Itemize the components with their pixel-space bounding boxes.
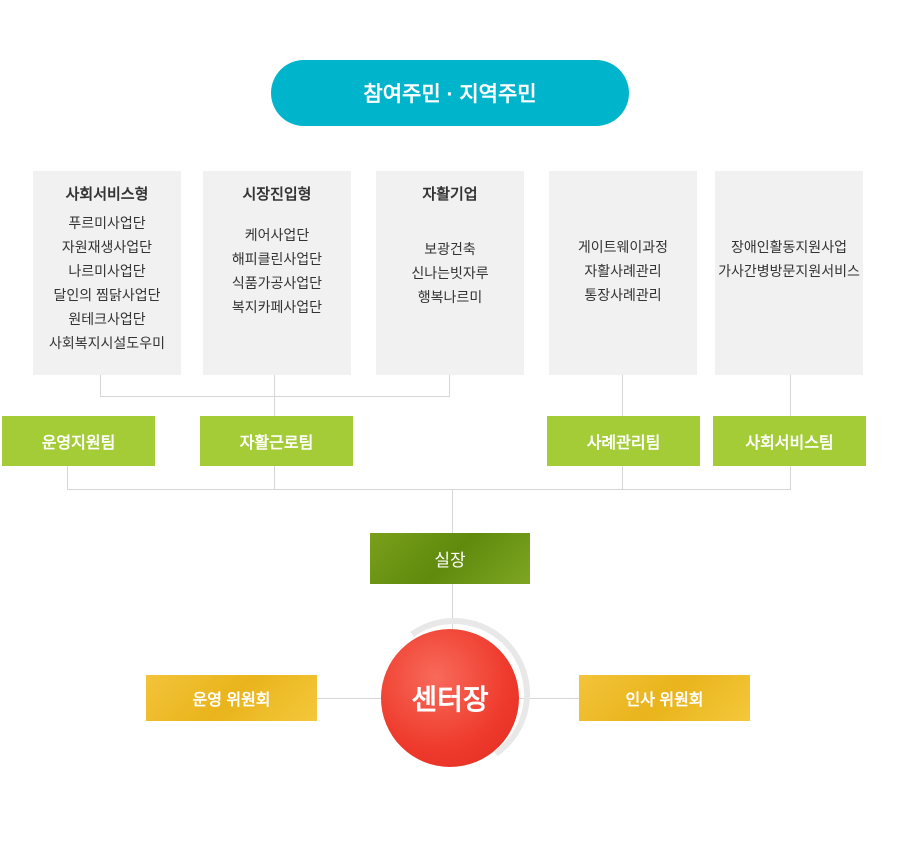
connector: [622, 375, 623, 416]
director-circle: 센터장: [381, 629, 519, 767]
residents-header: 참여주민 · 지역주민: [271, 60, 629, 126]
list-item: 복지카페사업단: [231, 299, 323, 315]
list-item: 보광건축: [424, 241, 476, 257]
connector: [449, 375, 450, 396]
committee-operations: 운영 위원회: [146, 675, 317, 721]
connector: [518, 698, 580, 699]
group-title: 사회서비스형: [65, 186, 149, 203]
connector: [790, 375, 791, 416]
list-item: 자활사례관리: [584, 263, 662, 279]
list-item: 장애인활동지원사업: [731, 239, 847, 255]
list-item: 신나는빗자루: [411, 265, 489, 281]
connector: [317, 698, 383, 699]
list-item: 케어사업단: [244, 227, 310, 243]
team-self-work: 자활근로팀: [200, 416, 353, 466]
list-item: 해피클린사업단: [231, 251, 323, 267]
team-social-service: 사회서비스팀: [713, 416, 866, 466]
list-item: 행복나르미: [417, 289, 483, 305]
group-social-service: 사회서비스형 푸르미사업단 자원재생사업단 나르미사업단 달인의 찜닭사업단 원…: [33, 171, 181, 375]
list-item: 가사간병방문지원서비스: [718, 263, 860, 279]
list-item: 사회복지시설도우미: [49, 335, 165, 351]
connector: [274, 375, 275, 416]
connector: [790, 466, 791, 489]
group-self-sufficiency-enterprise: 자활기업 보광건축 신나는빗자루 행복나르미: [376, 171, 524, 375]
chief-box: 실장: [370, 533, 530, 584]
connector: [622, 466, 623, 489]
team-case-management: 사례관리팀: [547, 416, 700, 466]
connector: [100, 375, 101, 396]
group-case-management: 게이트웨이과정 자활사례관리 통장사례관리: [549, 171, 697, 375]
list-item: 통장사례관리: [584, 287, 662, 303]
list-item: 식품가공사업단: [231, 275, 323, 291]
list-item: 원테크사업단: [68, 311, 146, 327]
group-title: 자활기업: [422, 186, 478, 203]
list-item: 자원재생사업단: [61, 239, 153, 255]
list-item: 게이트웨이과정: [577, 239, 669, 255]
connector: [100, 396, 450, 397]
connector: [67, 466, 68, 489]
list-item: 달인의 찜닭사업단: [53, 287, 161, 303]
list-item: 나르미사업단: [68, 263, 146, 279]
group-social-services: 장애인활동지원사업 가사간병방문지원서비스: [715, 171, 863, 375]
group-title: 시장진입형: [242, 186, 312, 203]
committee-personnel: 인사 위원회: [579, 675, 750, 721]
team-operations-support: 운영지원팀: [2, 416, 155, 466]
connector: [67, 489, 791, 490]
connector: [452, 489, 453, 533]
group-market-entry: 시장진입형 케어사업단 해피클린사업단 식품가공사업단 복지카페사업단: [203, 171, 351, 375]
list-item: 푸르미사업단: [68, 215, 146, 231]
connector: [452, 584, 453, 630]
connector: [274, 466, 275, 489]
